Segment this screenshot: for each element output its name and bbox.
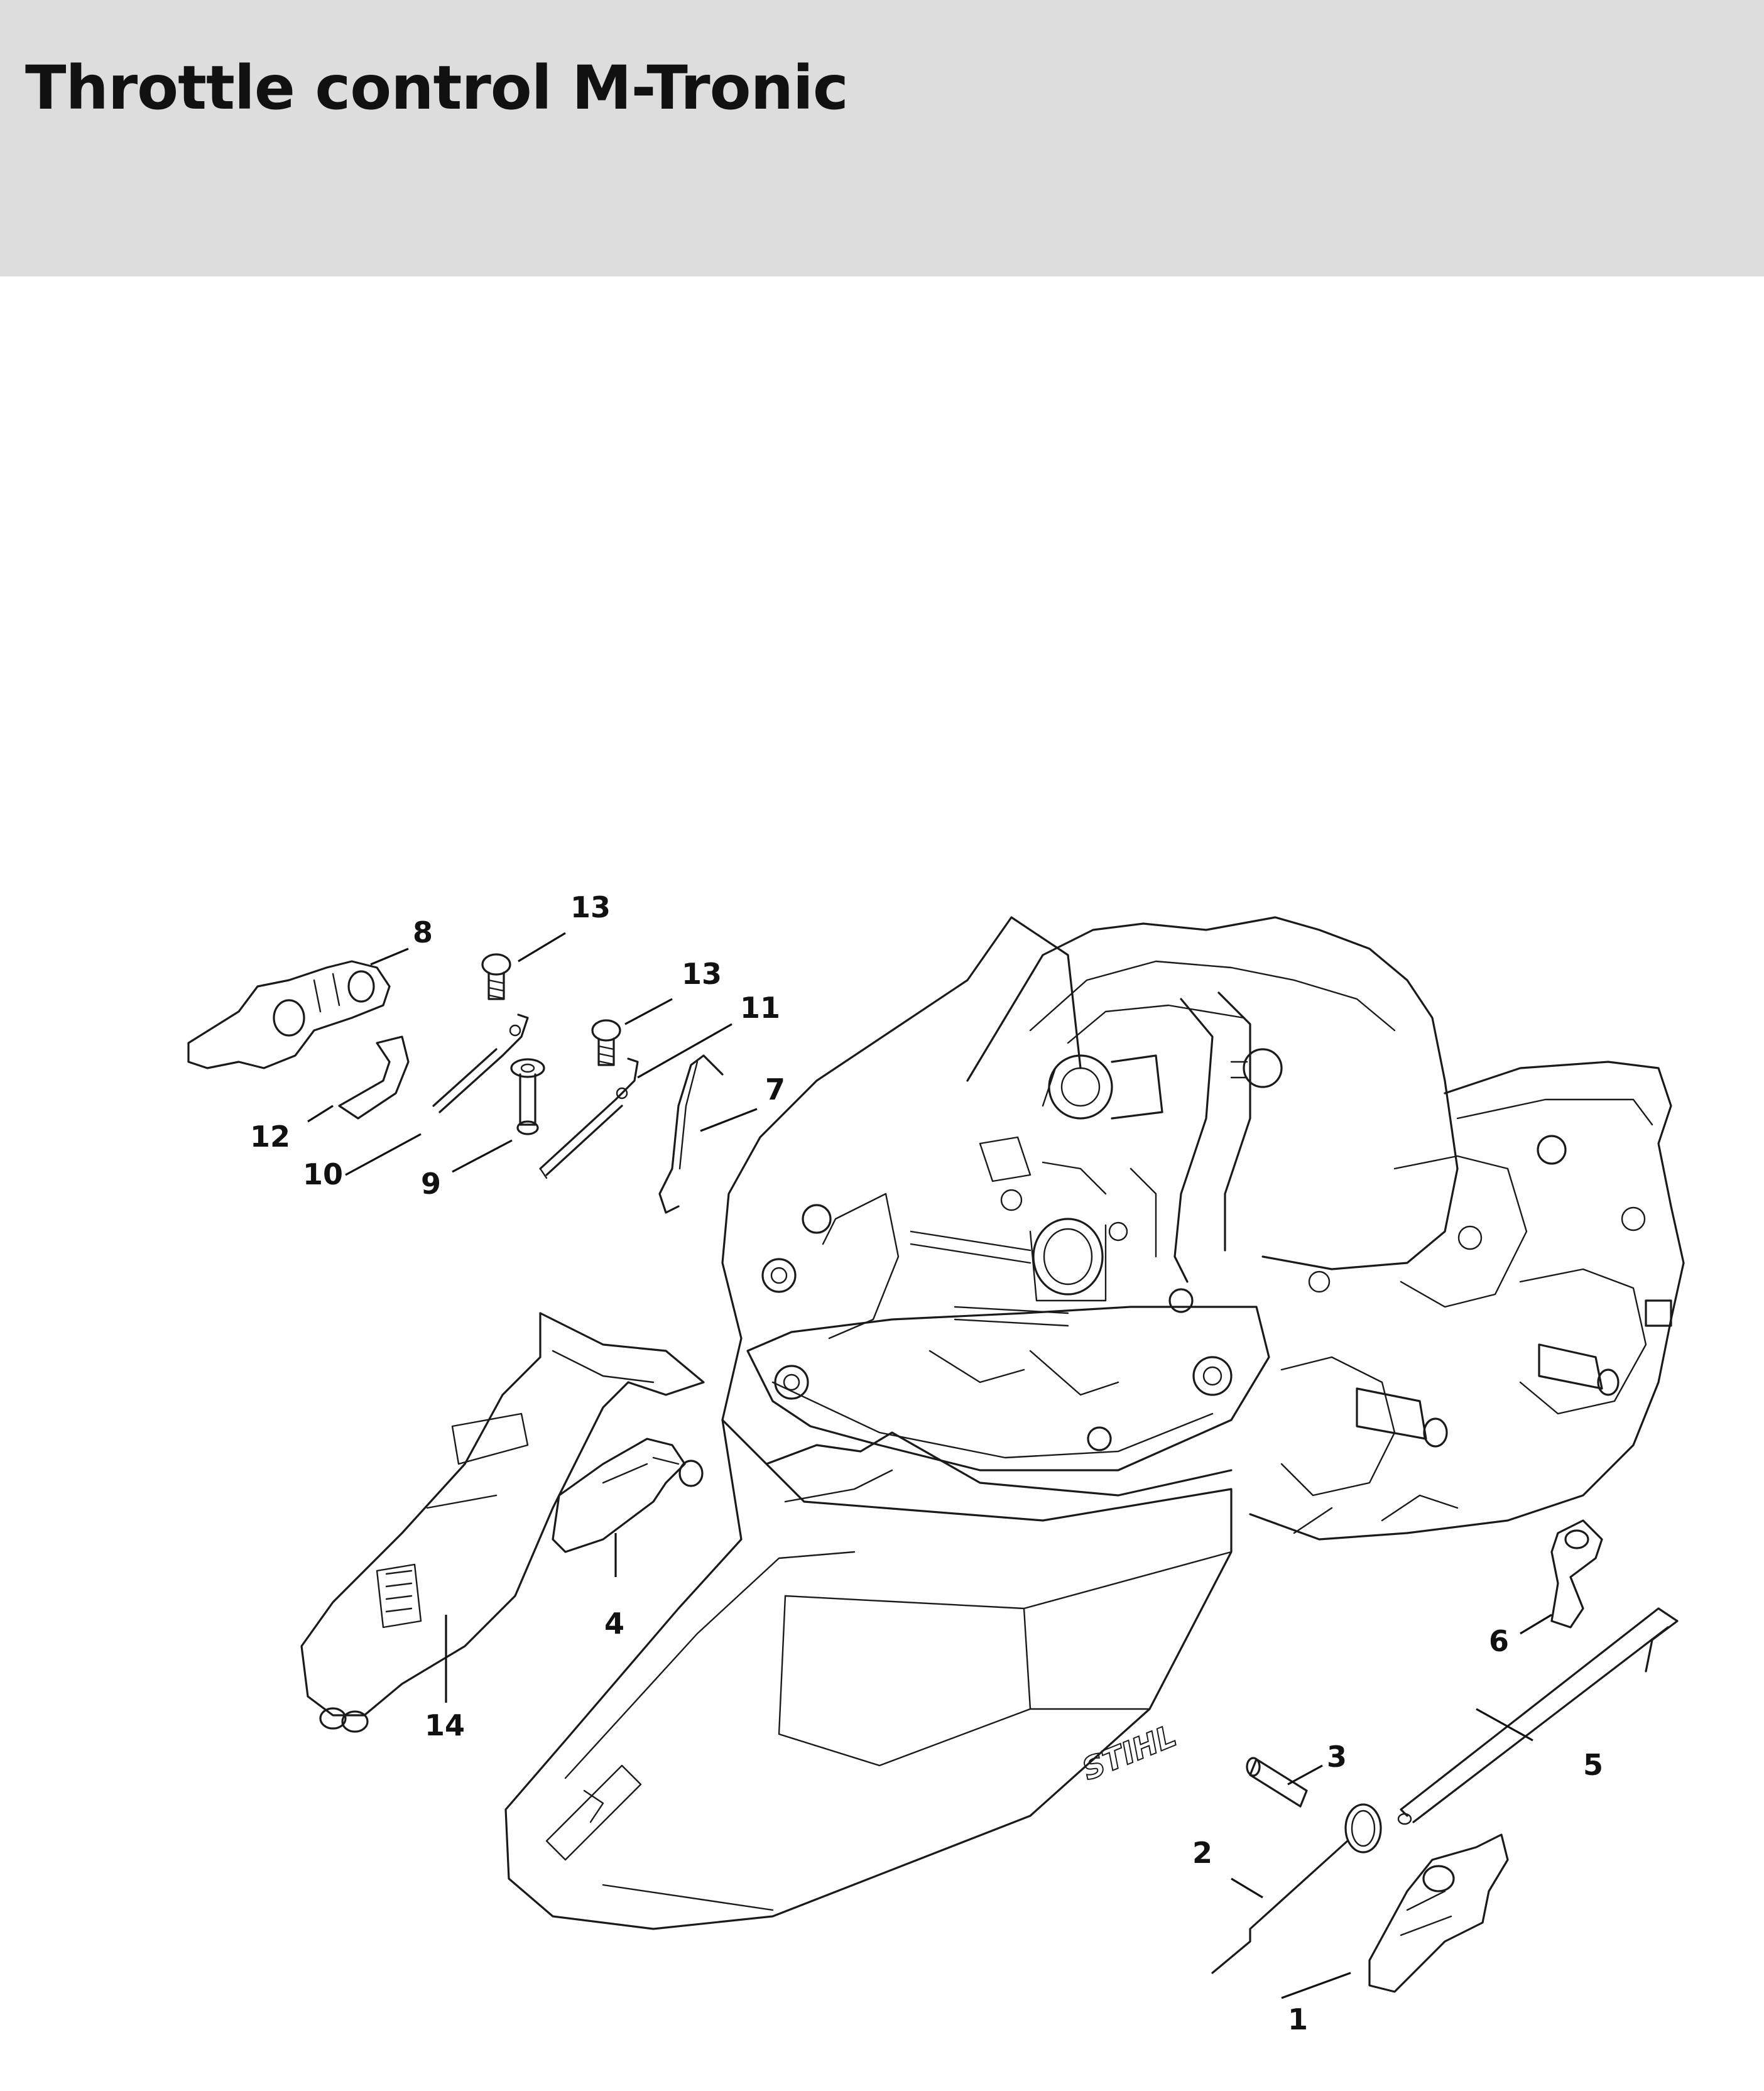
- callout-7: 7: [765, 1073, 785, 1106]
- callout-9: 9: [421, 1167, 441, 1201]
- part-5-long-rod: [1397, 1607, 1679, 1825]
- callout-leaders: [307, 932, 1552, 1999]
- part-2-torsion-spring: [1211, 1803, 1382, 1974]
- part-7-wire-spring: [658, 1054, 724, 1214]
- part-4-trigger-interlock: [552, 1438, 704, 1553]
- callout-12: 12: [250, 1120, 290, 1154]
- stihl-logo: STIHL: [1077, 1718, 1182, 1788]
- leader-6: [1520, 1613, 1552, 1635]
- callout-2: 2: [1192, 1836, 1212, 1870]
- engine-housing: STIHL: [504, 916, 1685, 1930]
- part-3-pin: [1246, 1757, 1308, 1808]
- leader-9: [452, 1139, 513, 1173]
- callout-8: 8: [413, 915, 433, 949]
- part-9-bolt: [510, 1058, 545, 1135]
- leader-1: [1281, 1972, 1351, 1999]
- callout-3: 3: [1327, 1740, 1347, 1774]
- header-bar: Throttle control M-Tronic: [0, 0, 1764, 276]
- part-12-spring-clip: [338, 1035, 410, 1120]
- callout-4: 4: [604, 1607, 624, 1641]
- leader-13-lower: [624, 998, 673, 1025]
- leader-13-upper: [518, 932, 566, 963]
- part-1-throttle-trigger: [1368, 1833, 1509, 1993]
- leader-3: [1287, 1764, 1323, 1786]
- callout-5: 5: [1583, 1748, 1603, 1782]
- leader-10: [345, 1133, 422, 1176]
- part-11-connecting-rod: [539, 1057, 639, 1179]
- leader-11: [637, 1023, 732, 1079]
- part-13-screw-upper: [481, 953, 511, 1000]
- callout-1: 1: [1288, 2002, 1308, 2036]
- callout-11: 11: [740, 991, 780, 1025]
- leader-5: [1476, 1708, 1533, 1742]
- leader-2: [1231, 1877, 1263, 1899]
- callout-labels: 1 2 3 4 5 6 7 8 9 10 11 12 13 13 14: [250, 890, 1603, 2036]
- leader-7: [700, 1108, 758, 1132]
- page-title: Throttle control M-Tronic: [25, 53, 849, 123]
- exploded-parts-diagram: STIHL: [0, 276, 1764, 2091]
- callout-6: 6: [1489, 1624, 1509, 1658]
- callout-10: 10: [303, 1157, 343, 1191]
- part-14-handle-moulding: [300, 1312, 705, 1733]
- part-10-throttle-rod: [432, 1013, 529, 1113]
- callout-13-lower: 13: [682, 957, 722, 991]
- parts-drawing: STIHL: [187, 890, 1685, 2036]
- callout-13-upper: 13: [570, 890, 611, 924]
- part-13-screw-lower: [591, 1019, 621, 1066]
- part-6-lever: [1550, 1519, 1603, 1629]
- leader-8: [370, 947, 409, 966]
- leader-12: [307, 1105, 334, 1123]
- callout-14: 14: [425, 1708, 465, 1742]
- part-8-linkage-block: [187, 960, 391, 1069]
